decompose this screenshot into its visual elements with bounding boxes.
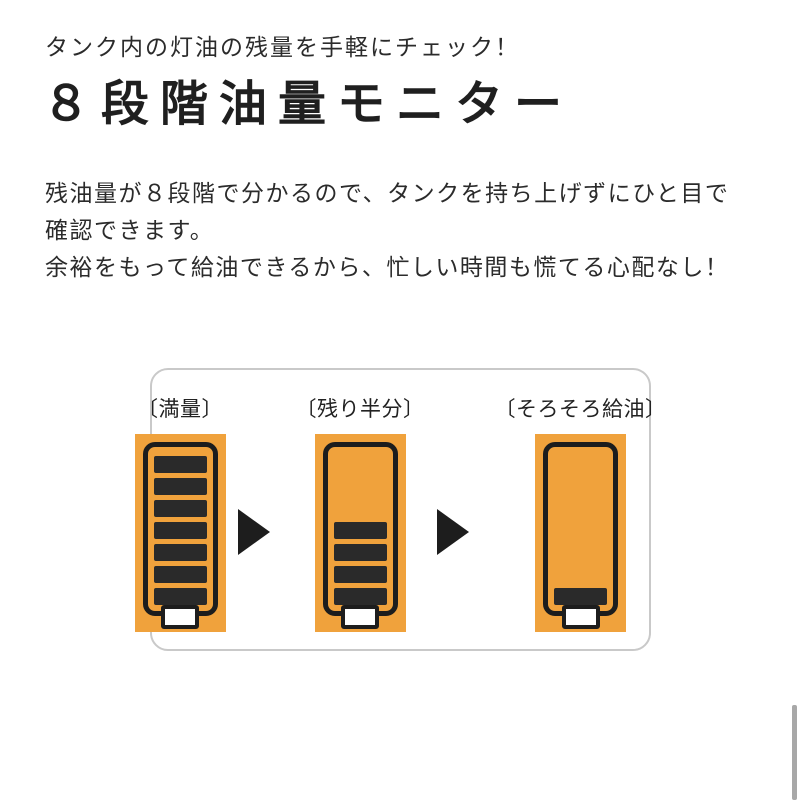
arrow-right-icon: [436, 509, 469, 555]
arrow-right-icon: [237, 509, 270, 555]
tank-cap: [341, 605, 379, 629]
tank-cap: [561, 605, 600, 629]
tank-low: [535, 434, 626, 632]
fuel-bar: [333, 588, 387, 605]
tank-full: [134, 434, 226, 632]
fuel-bar: [153, 544, 207, 561]
tank-gauge: [142, 442, 218, 616]
fuel-bars-full: [153, 453, 207, 605]
fuel-bar: [153, 456, 207, 473]
fuel-bar: [153, 500, 207, 517]
description-line-2: 確認できます。: [45, 218, 215, 244]
stage-label-full: 〔満量〕: [137, 397, 223, 421]
tank-half: [314, 434, 406, 632]
fuel-bar: [333, 566, 387, 583]
stage-low: 〔そろそろ給油〕: [495, 393, 667, 632]
tagline: タンク内の灯油の残量を手軽にチェック！: [45, 35, 520, 61]
stage-full: 〔満量〕: [134, 393, 226, 632]
description-line-3: 余裕をもって給油できるから、忙しい時間も慌てる心配なし！: [45, 255, 730, 281]
description: 残油量が８段階で分かるので、タンクを持ち上げずにひと目で 確認できます。 余裕を…: [45, 176, 729, 287]
diagram-row: 〔満量〕 〔残り半分〕: [134, 370, 666, 632]
fuel-bar: [153, 566, 207, 583]
scrollbar-thumb[interactable]: [792, 705, 797, 800]
fuel-bar: [554, 588, 607, 605]
fuel-bar: [153, 522, 207, 539]
stage-half: 〔残り半分〕: [296, 393, 425, 632]
fuel-bar: [153, 588, 207, 605]
fuel-bar: [153, 478, 207, 495]
fuel-bars-half: [333, 453, 387, 605]
tank-cap: [161, 605, 199, 629]
fuel-bar: [333, 544, 387, 561]
fuel-bars-low: [554, 453, 607, 605]
fuel-level-diagram: 〔満量〕 〔残り半分〕: [134, 368, 666, 651]
description-line-1: 残油量が８段階で分かるので、タンクを持ち上げずにひと目で: [45, 181, 730, 207]
tank-gauge: [322, 442, 398, 616]
stage-label-low: 〔そろそろ給油〕: [494, 397, 667, 421]
stage-label-half: 〔残り半分〕: [295, 397, 425, 421]
page-title: ８段階油量モニター: [42, 76, 574, 132]
tank-gauge: [543, 442, 618, 616]
fuel-bar: [333, 522, 387, 539]
